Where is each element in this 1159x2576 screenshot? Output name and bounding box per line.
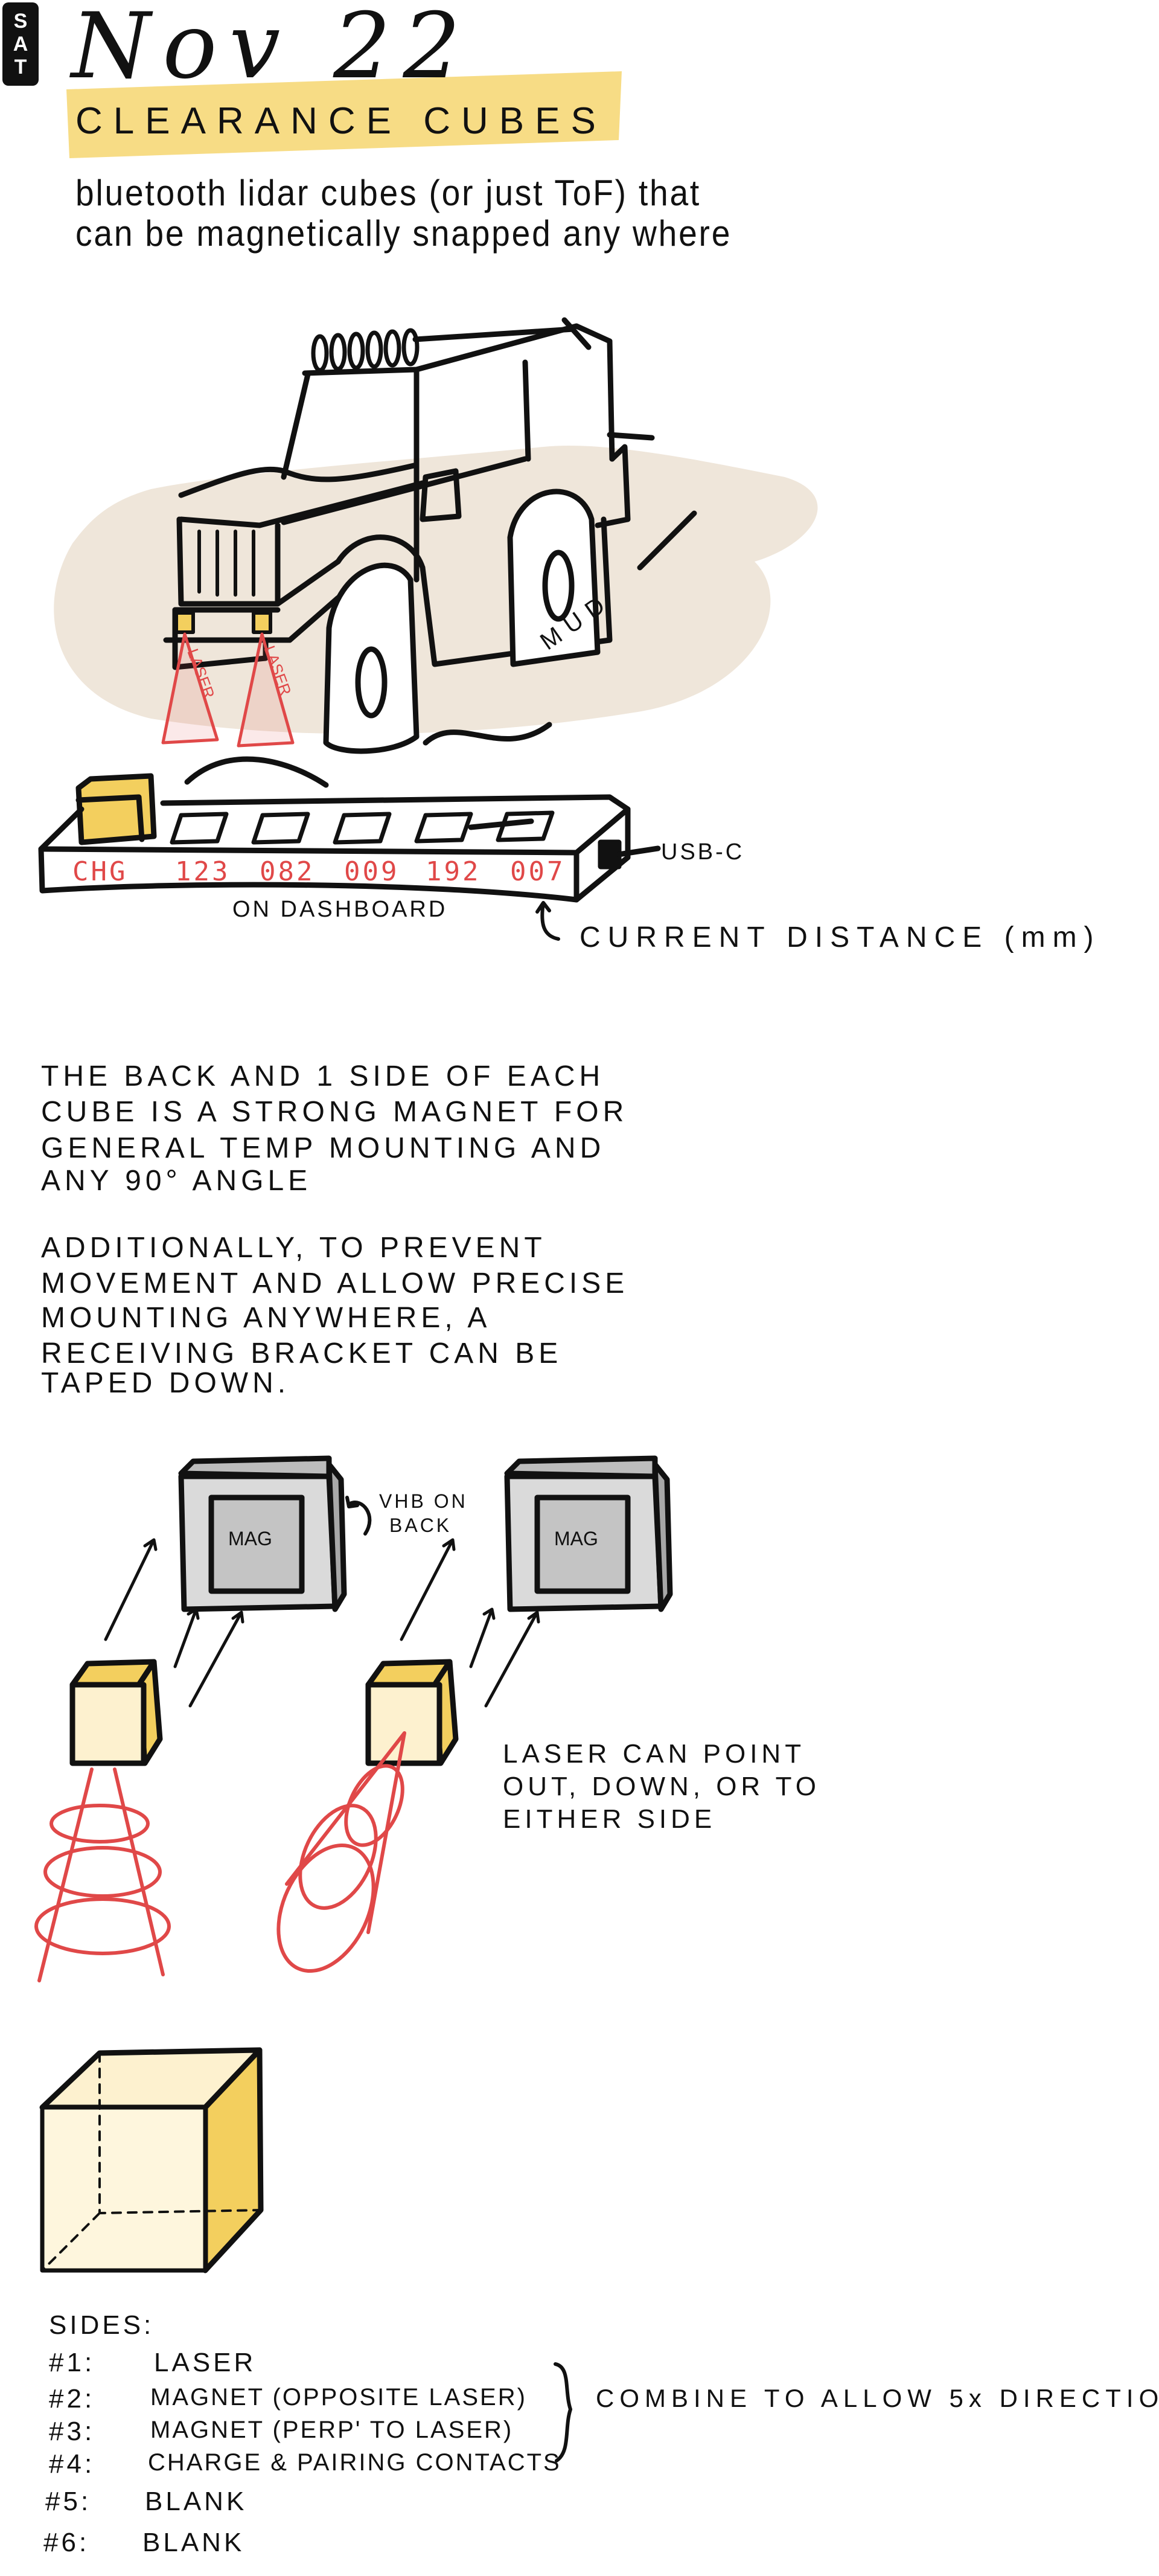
side-label: BLANK xyxy=(142,2528,245,2557)
description-line: can be magnetically snapped any where xyxy=(75,213,732,254)
page-title: CLEARANCE CUBES xyxy=(75,100,607,142)
laser-note-line: EITHER SIDE xyxy=(503,1804,717,1834)
laser-note-line: OUT, DOWN, OR TO xyxy=(503,1772,820,1801)
side-number: #2: xyxy=(49,2384,95,2414)
day-badge: SAT xyxy=(2,2,39,86)
jeep-laser-cube xyxy=(174,611,195,634)
arrow-icon xyxy=(535,901,560,941)
paragraph2-line: ADDITIONALLY, TO PREVENT xyxy=(41,1232,546,1264)
combine-note: COMBINE TO ALLOW 5x DIRECTIONS xyxy=(596,2384,1159,2412)
side-label: CHARGE & PAIRING CONTACTS xyxy=(148,2449,561,2476)
paragraph2-line: MOUNTING ANYWHERE, A xyxy=(41,1302,491,1334)
dashboard-charger xyxy=(38,773,661,941)
description-line: bluetooth lidar cubes (or just ToF) that xyxy=(75,173,701,213)
paragraph1-line: GENERAL TEMP MOUNTING AND xyxy=(41,1132,605,1164)
day-label: SAT xyxy=(9,10,32,78)
dashboard-reading: 082 xyxy=(260,856,315,887)
paragraph1-line: ANY 90° ANGLE xyxy=(41,1165,312,1197)
title-highlight xyxy=(66,71,622,158)
dashboard-reading: 007 xyxy=(510,856,566,887)
side-label: MAGNET (PERP' TO LASER) xyxy=(150,2417,514,2443)
vhb-note-line: BACK xyxy=(389,1514,452,1536)
side-number: #5: xyxy=(45,2487,92,2516)
mag-label: MAG xyxy=(554,1528,598,1549)
side-number: #1: xyxy=(49,2348,95,2377)
paragraph1-line: THE BACK AND 1 SIDE OF EACH xyxy=(41,1060,605,1092)
jeep-sketch xyxy=(161,317,697,830)
paragraph2-line: RECEIVING BRACKET CAN BE xyxy=(41,1338,563,1370)
side-number: #3: xyxy=(49,2417,95,2446)
page-date: Nov 22 xyxy=(71,0,473,99)
side-label: BLANK xyxy=(145,2487,247,2516)
usb-c-label: USB-C xyxy=(661,839,745,865)
dashboard-caption: ON DASHBOARD xyxy=(232,897,448,922)
curved-arrow-icon xyxy=(345,1496,372,1536)
dashboard-reading: CHG xyxy=(72,856,128,887)
sides-heading: SIDES: xyxy=(49,2310,155,2340)
dashboard-reading: 009 xyxy=(344,856,400,887)
distance-note: CURRENT DISTANCE (mm) xyxy=(580,921,1101,953)
laser-note-line: LASER CAN POINT xyxy=(503,1739,806,1769)
paragraph2-line: MOVEMENT AND ALLOW PRECISE xyxy=(41,1267,629,1299)
paragraph2-line: TAPED DOWN. xyxy=(41,1367,290,1399)
side-label: MAGNET (OPPOSITE LASER) xyxy=(150,2384,527,2411)
mud-puddle xyxy=(54,446,818,734)
side-label: LASER xyxy=(154,2348,257,2377)
mounting-brackets xyxy=(104,1455,673,1708)
curly-brace-icon xyxy=(554,2362,572,2462)
side-number: #4: xyxy=(49,2449,95,2479)
dashboard-reading: 192 xyxy=(426,856,481,887)
side-number: #6: xyxy=(43,2528,90,2557)
paragraph1-line: CUBE IS A STRONG MAGNET FOR xyxy=(41,1096,628,1128)
laser-cubes xyxy=(34,1659,459,1982)
dashboard-reading: 123 xyxy=(175,856,231,887)
big-cube-diagram xyxy=(39,2047,264,2273)
jeep-laser-cube xyxy=(252,611,272,634)
vhb-note-line: VHB ON xyxy=(379,1490,468,1512)
mag-label: MAG xyxy=(228,1528,272,1549)
